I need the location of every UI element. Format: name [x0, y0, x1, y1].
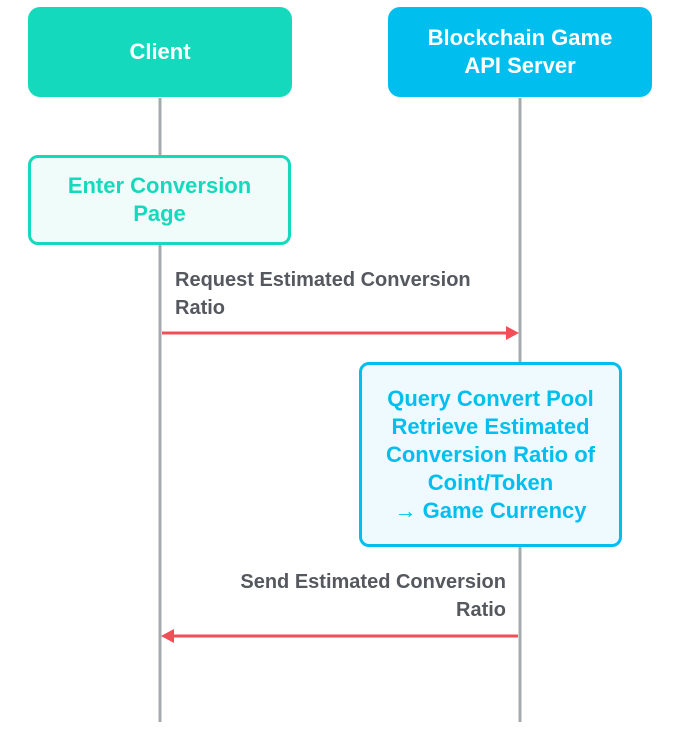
enter-conversion-page-step: Enter Conversion Page: [28, 155, 291, 245]
server-actor-box: Blockchain Game API Server: [388, 7, 652, 97]
step-label-line-2: Page: [133, 201, 186, 226]
request-ratio-arrowhead: [506, 326, 519, 340]
send-ratio-arrowhead: [161, 629, 174, 643]
message-label-line-1: Send Estimated Conversion: [240, 571, 506, 593]
step-label-line-5: → Game Currency: [394, 497, 587, 523]
request-ratio-message-label: Request Estimated Conversion Ratio: [175, 266, 471, 322]
step-label-line-1: Query Convert Pool: [387, 385, 594, 411]
query-convert-pool-step: Query Convert Pool Retrieve Estimated Co…: [359, 362, 622, 547]
server-actor-label-line-1: Blockchain Game: [427, 25, 613, 50]
message-label-line-2: Ratio: [175, 297, 225, 319]
step-label-line-1: Enter Conversion: [67, 173, 252, 198]
client-actor-label: Client: [129, 39, 191, 64]
message-label-line-2: Ratio: [456, 599, 506, 621]
step-label-line-3: Conversion Ratio of: [385, 441, 595, 467]
client-actor-box: Client: [28, 7, 292, 97]
server-actor-label-line-2: API Server: [464, 53, 576, 78]
step-label-line-2: Retrieve Estimated: [391, 413, 590, 439]
step-label-line-4: Coint/Token: [427, 469, 554, 495]
message-label-line-1: Request Estimated Conversion: [175, 269, 471, 291]
send-ratio-message-label: Send Estimated Conversion Ratio: [240, 568, 506, 624]
